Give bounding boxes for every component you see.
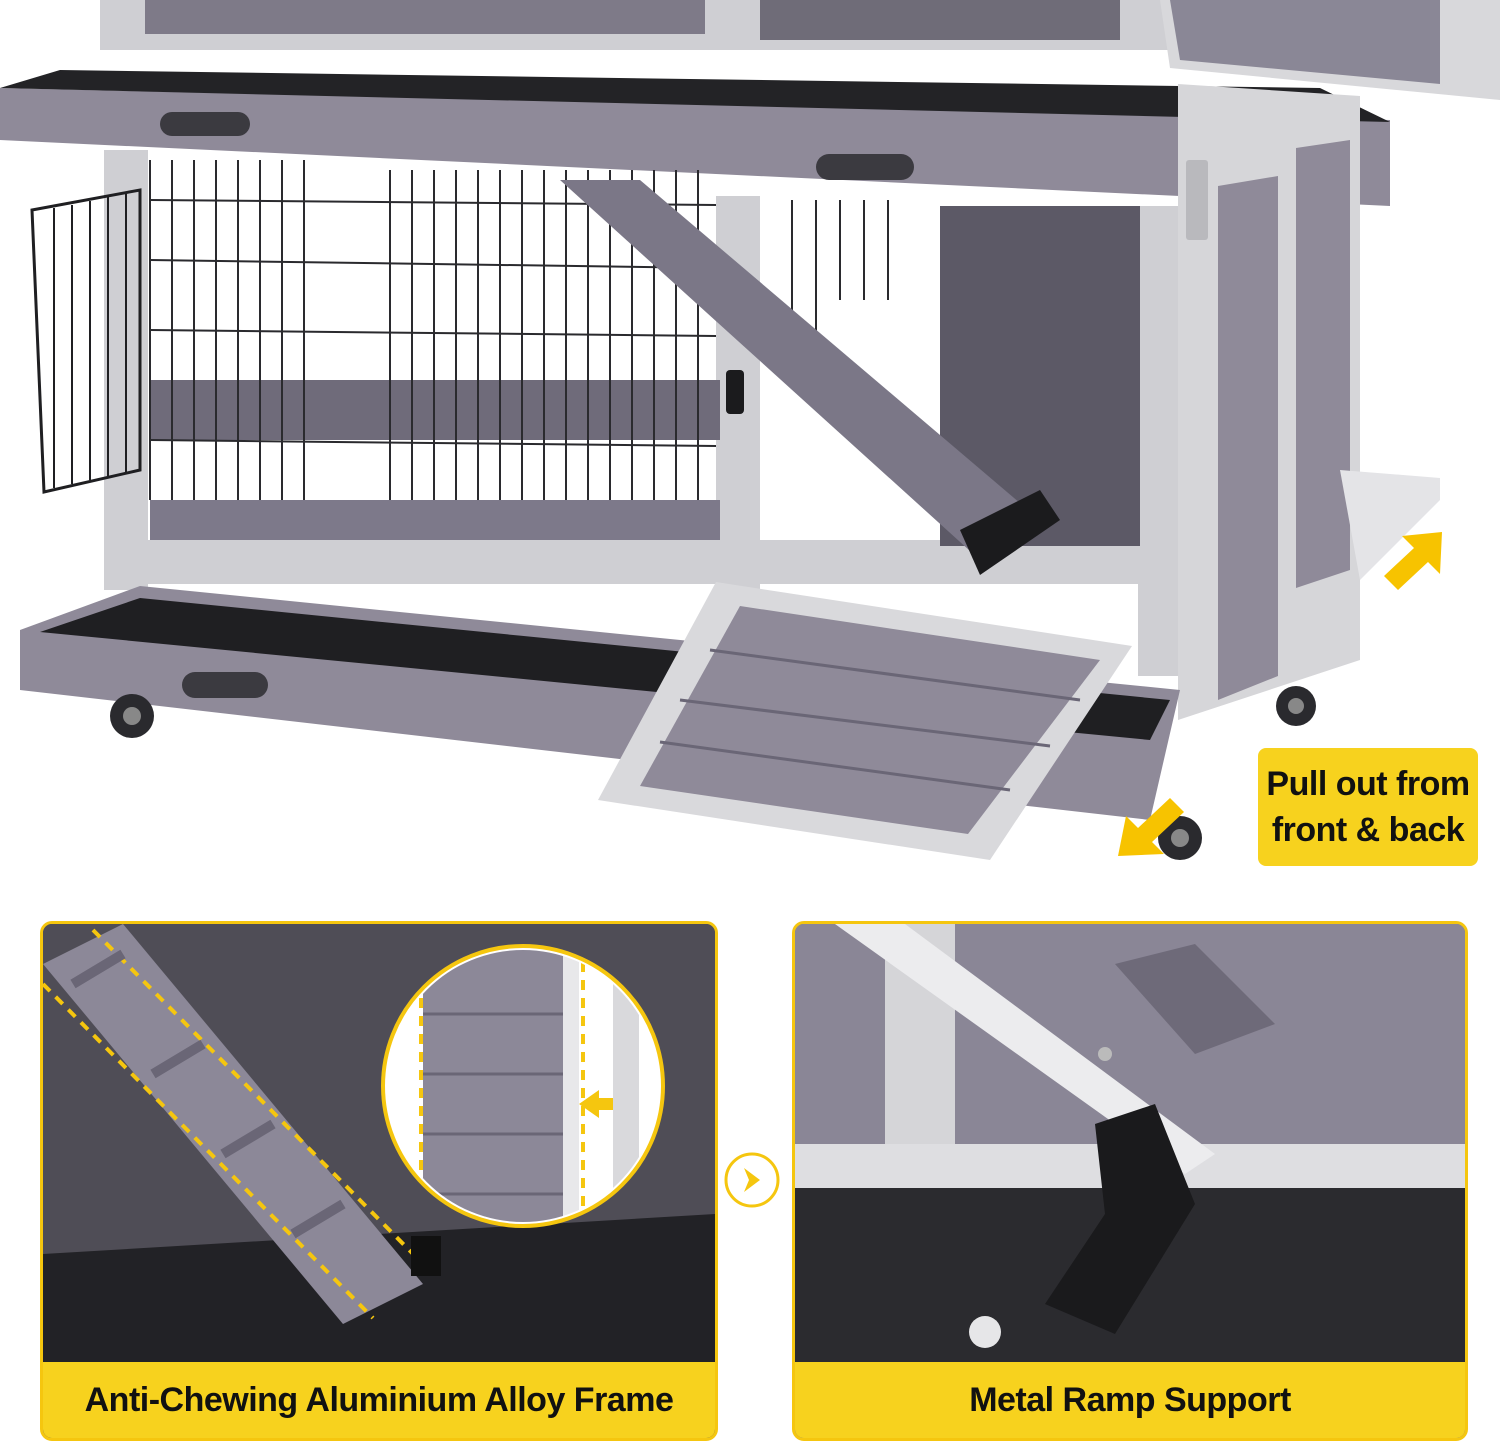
inner-floor-panel [150, 500, 720, 540]
tray-handle [182, 672, 268, 698]
detail-panel-ramp-support: Metal Ramp Support [792, 921, 1468, 1441]
cage-door [30, 188, 142, 494]
upper-panel [145, 0, 705, 34]
top-tray-front [0, 88, 1390, 206]
rubber-foot [969, 1316, 1001, 1348]
ladder-rungs [70, 949, 346, 1239]
entry-ramp-boards [640, 606, 1100, 834]
tray-handle [160, 112, 250, 136]
cage-door-bars [53, 194, 127, 488]
frame-post [1138, 206, 1178, 676]
arrow-right-icon [724, 1152, 780, 1208]
callout-line-1: Pull out from [1266, 765, 1470, 803]
latch-hardware [1186, 160, 1208, 240]
ramp-board-lines [659, 648, 1081, 792]
ramp-support [960, 490, 1060, 575]
pointer-arrow-icon [579, 1090, 613, 1118]
panel-caption-aluminium: Anti-Chewing Aluminium Alloy Frame [43, 1362, 715, 1438]
tray-handle [816, 154, 914, 180]
internal-ramp [560, 180, 1040, 560]
upper-panel-2 [760, 0, 1120, 40]
side-door-panel [1218, 176, 1278, 700]
highlight-dashes [43, 928, 425, 1320]
bracket [411, 1236, 441, 1276]
detail-panel-aluminium-frame: Anti-Chewing Aluminium Alloy Frame [40, 921, 718, 1441]
ramp-block [1115, 944, 1275, 1054]
door-latch [726, 370, 744, 414]
panel-caption-ramp: Metal Ramp Support [795, 1362, 1465, 1438]
ramp-support-illustration [795, 924, 1465, 1438]
hutch-product-illustration [0, 0, 1500, 860]
rear-tray [1340, 470, 1440, 580]
direction-arrow-icon [1118, 532, 1442, 856]
caster-wheels [110, 686, 1316, 860]
callout-line-2: front & back [1271, 811, 1465, 849]
aluminium-rail [835, 924, 1215, 1174]
bolt [1098, 1047, 1112, 1061]
side-door-panel [1296, 140, 1350, 588]
metal-support-bracket [1045, 1104, 1195, 1334]
ladder [43, 924, 423, 1324]
roof-panel [1170, 0, 1440, 84]
pull-out-callout: Pull out from front & back [1258, 748, 1478, 866]
top-tray-mat [0, 70, 1390, 122]
aluminium-frame-illustration [43, 924, 715, 1438]
